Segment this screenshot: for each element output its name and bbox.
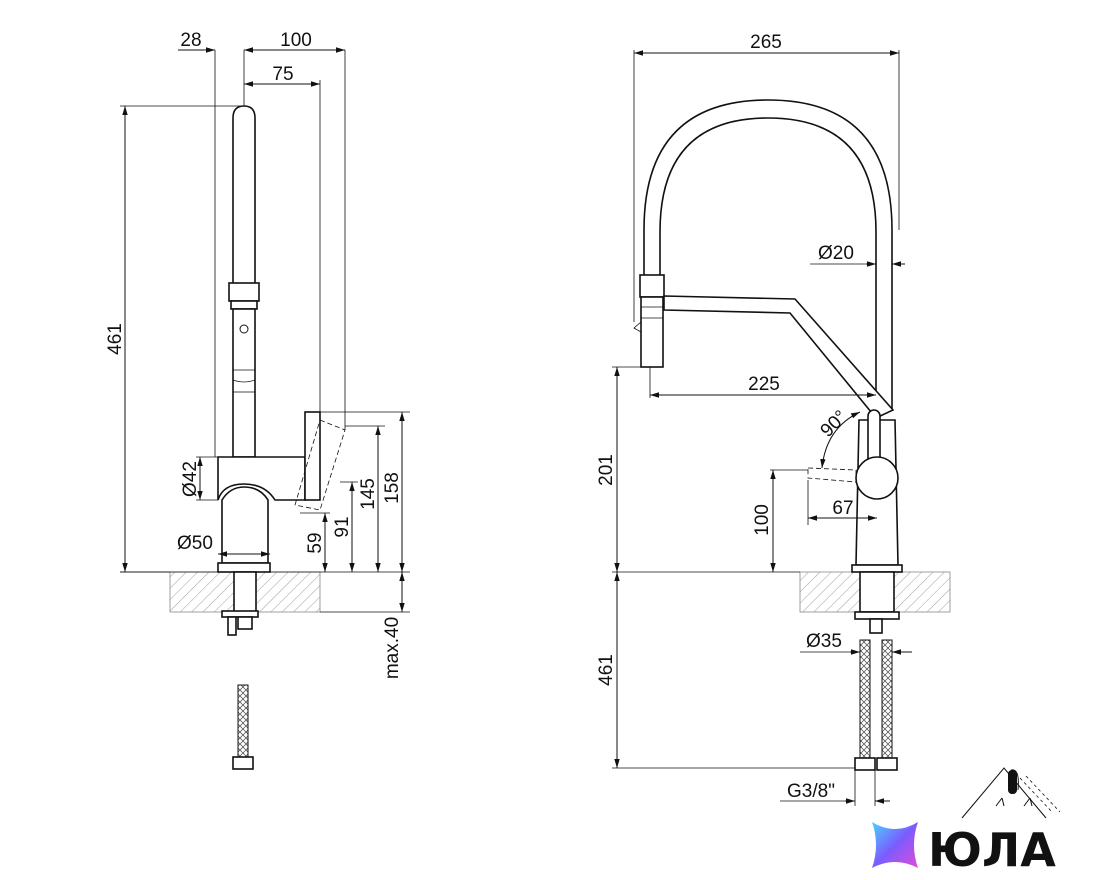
- side-supply-hose: [237, 684, 249, 758]
- front-lever-ghost: [807, 467, 857, 483]
- side-lever: [304, 411, 321, 501]
- side-spout-tube: [232, 105, 256, 283]
- dim-side-461: 461: [105, 323, 126, 355]
- dim-front-265: 265: [750, 32, 782, 53]
- dim-side-91: 91: [332, 516, 353, 537]
- dim-front-225: 225: [748, 374, 780, 395]
- dim-side-145: 145: [358, 478, 379, 510]
- dim-side-max40: max.40: [382, 617, 403, 679]
- dim-side-diam42: Ø42: [180, 461, 201, 497]
- dim-front-90deg: 90°: [817, 407, 852, 442]
- front-supply-hose-right: [881, 639, 893, 759]
- dim-side-59: 59: [305, 532, 326, 553]
- front-view: 265 Ø20 225 90° 201 100 67 461 Ø35 G3/8": [596, 32, 951, 806]
- front-supply-hose-left: [859, 639, 871, 759]
- side-spout-lower: [232, 308, 256, 458]
- dim-front-461: 461: [596, 654, 617, 686]
- dim-side-diam50: Ø50: [177, 533, 213, 554]
- dim-front-201: 201: [596, 454, 617, 486]
- dim-front-100: 100: [752, 504, 773, 536]
- dim-front-67: 67: [832, 498, 853, 519]
- side-lever-ghost: [294, 419, 346, 511]
- dim-front-thread: G3/8": [787, 781, 835, 802]
- brand-logo-text: ЮЛА: [928, 823, 1056, 877]
- side-mixer-base: [221, 486, 269, 564]
- side-mixer-body: [217, 456, 306, 501]
- dim-front-diam35: Ø35: [806, 631, 842, 652]
- side-view: 28 100 75 461 Ø42 Ø50 59 91 145 158 max.…: [105, 30, 410, 770]
- dim-side-158: 158: [382, 472, 403, 504]
- faucet-movement-icon: [961, 767, 1061, 819]
- brand-logo-mark: [872, 822, 918, 868]
- front-lever-hub: [855, 456, 899, 500]
- dim-side-75: 75: [272, 64, 293, 85]
- dim-side-28: 28: [180, 30, 201, 51]
- brand-logo: ЮЛА: [872, 822, 1056, 877]
- front-spray-head: [640, 296, 664, 368]
- dim-side-100: 100: [280, 30, 312, 51]
- dim-front-diam20: Ø20: [818, 243, 854, 264]
